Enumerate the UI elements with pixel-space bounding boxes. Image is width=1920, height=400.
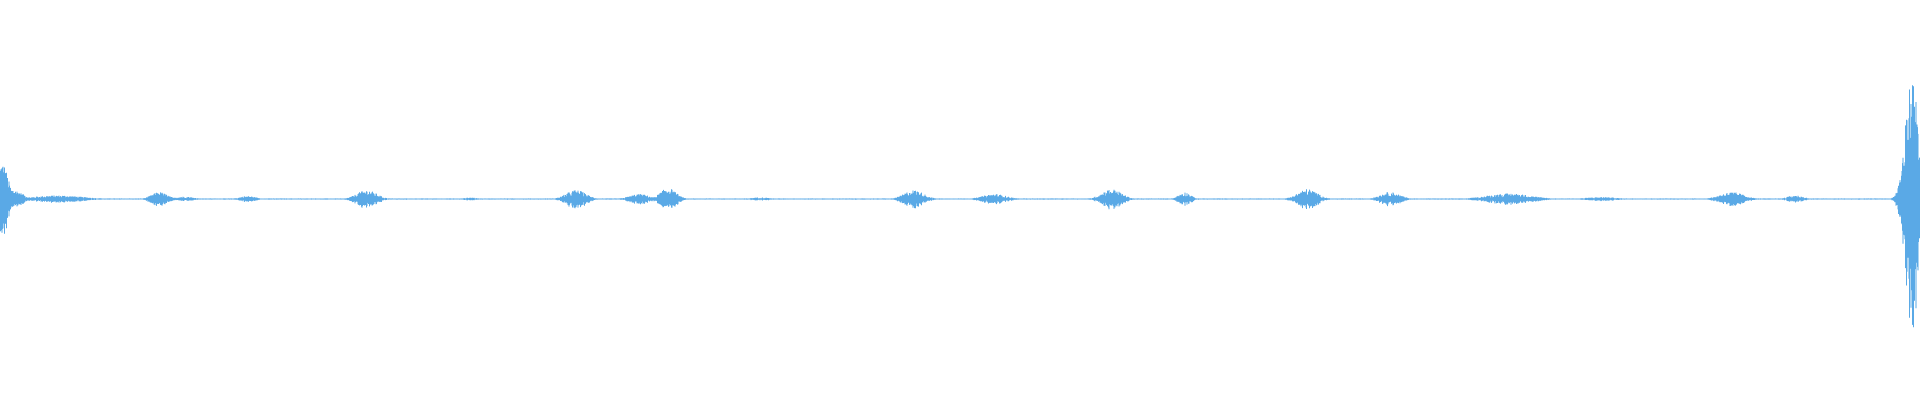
waveform-trace: [0, 85, 1920, 328]
